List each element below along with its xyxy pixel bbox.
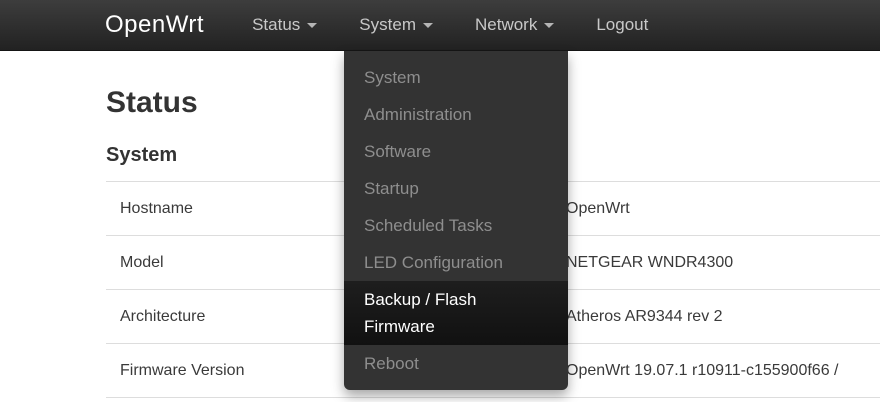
main-nav: Status System Network Logout [240, 1, 660, 49]
nav-item-network[interactable]: Network [463, 1, 566, 49]
row-label: Model [120, 253, 164, 271]
row-value: OpenWrt [566, 199, 630, 217]
dropdown-item-software[interactable]: Software [364, 142, 432, 161]
nav-item-status[interactable]: Status [240, 1, 329, 49]
nav-item-system[interactable]: System [347, 1, 445, 49]
row-label: Architecture [120, 307, 206, 325]
brand-logo[interactable]: OpenWrt [105, 11, 205, 38]
nav-item-logout[interactable]: Logout [584, 1, 660, 49]
system-dropdown-menu: System Administration Software Startup S… [344, 51, 568, 390]
row-value: NETGEAR WNDR4300 [566, 253, 734, 271]
dropdown-item-administration[interactable]: Administration [364, 105, 472, 124]
page-title: Status [106, 86, 198, 119]
dropdown-item-scheduled-tasks[interactable]: Scheduled Tasks [364, 216, 493, 235]
dropdown-item-reboot[interactable]: Reboot [364, 354, 419, 373]
dropdown-item-system[interactable]: System [364, 68, 421, 87]
dropdown-item-backup-flash-firmware[interactable]: Backup / Flash Firmware [344, 281, 568, 345]
section-heading-system: System [106, 144, 178, 166]
table-row-firmware-version: Firmware Version OpenWrt 19.07.1 r10911-… [106, 344, 880, 398]
top-navbar: OpenWrt Status System Network Logout [0, 0, 880, 51]
row-label: Firmware Version [120, 361, 245, 379]
dropdown-item-startup[interactable]: Startup [364, 179, 419, 198]
dropdown-item-led-configuration[interactable]: LED Configuration [364, 253, 503, 272]
nav-item-label: Logout [596, 15, 649, 34]
row-value: OpenWrt 19.07.1 r10911-c155900f66 / [566, 361, 839, 379]
nav-item-label: Network [474, 15, 538, 34]
nav-item-label: System [359, 15, 416, 34]
row-label: Hostname [120, 199, 193, 217]
chevron-down-icon [544, 22, 555, 28]
nav-item-label: Status [252, 15, 301, 34]
chevron-down-icon [307, 22, 318, 28]
row-value: Atheros AR9344 rev 2 [566, 307, 723, 325]
chevron-down-icon [422, 22, 433, 28]
